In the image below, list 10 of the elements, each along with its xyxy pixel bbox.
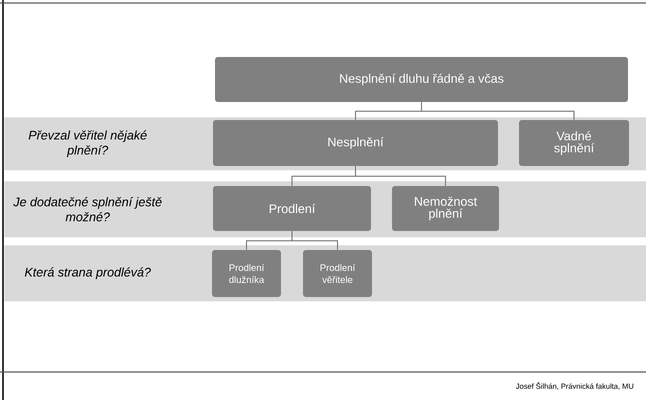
connector-line xyxy=(292,230,338,250)
category-box: Prodlení věřitele xyxy=(303,250,372,297)
category-box: Nesplnění dluhu řádně a včas xyxy=(215,57,628,102)
connector-line xyxy=(421,102,574,120)
category-box: Vadné splnění xyxy=(519,120,629,166)
category-box: Prodlení dlužníka xyxy=(212,250,281,297)
category-box: Prodlení xyxy=(213,186,371,231)
category-box: Nesplnění xyxy=(213,120,498,166)
category-box: Nemožnost plnění xyxy=(392,186,499,231)
connector-line xyxy=(355,166,446,186)
